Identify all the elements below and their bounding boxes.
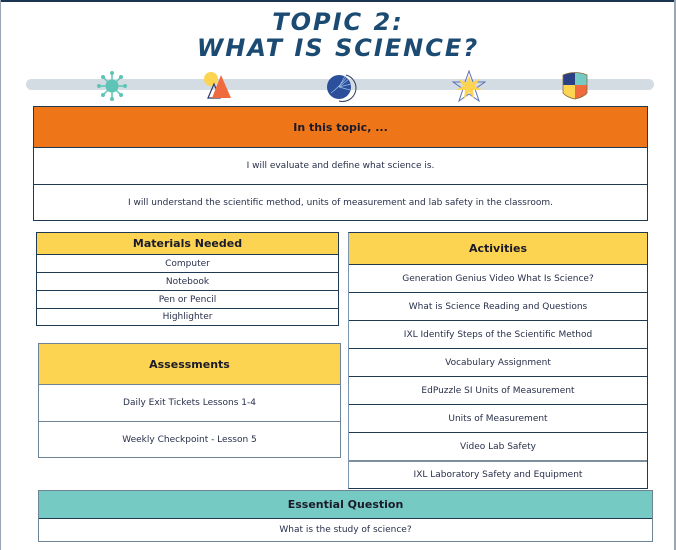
shield-icon (562, 72, 588, 100)
essential-question-header: Essential Question (39, 491, 652, 518)
title-line-1: TOPIC 2: (272, 8, 404, 36)
activity-item: Units of Measurement (349, 404, 647, 432)
material-item: Pen or Pencil (37, 290, 338, 308)
essential-question-text: What is the study of science? (39, 518, 652, 541)
materials-table: Materials Needed Computer Notebook Pen o… (36, 232, 339, 326)
assessment-item: Weekly Checkpoint - Lesson 5 (39, 421, 340, 457)
in-this-topic-header: In this topic, ... (34, 107, 647, 147)
material-item: Computer (37, 254, 338, 272)
activity-item: EdPuzzle SI Units of Measurement (349, 376, 647, 404)
activity-item: What is Science Reading and Questions (349, 292, 647, 320)
activities-header: Activities (349, 233, 647, 264)
in-this-topic-table: In this topic, ... I will evaluate and d… (33, 106, 648, 221)
right-border (674, 0, 676, 550)
material-item: Notebook (37, 272, 338, 290)
assessment-item: Daily Exit Tickets Lessons 1-4 (39, 384, 340, 421)
star-burst-icon (452, 70, 486, 103)
top-border (0, 0, 676, 2)
activity-item: IXL Laboratory Safety and Equipment (349, 460, 647, 488)
page-title: TOPIC 2: WHAT IS SCIENCE? (0, 9, 676, 61)
activity-item: IXL Identify Steps of the Scientific Met… (349, 320, 647, 348)
activity-item: Vocabulary Assignment (349, 348, 647, 376)
left-border (0, 0, 1, 550)
essential-question-table: Essential Question What is the study of … (38, 490, 653, 542)
mountain-sun-icon (204, 72, 231, 99)
topic-objective: I will understand the scientific method,… (34, 184, 647, 220)
activities-table: Activities Generation Genius Video What … (348, 232, 648, 489)
materials-header: Materials Needed (37, 233, 338, 254)
assessments-table: Assessments Daily Exit Tickets Lessons 1… (38, 343, 341, 458)
activity-item: Generation Genius Video What Is Science? (349, 264, 647, 292)
globe-icon (327, 74, 357, 102)
assessments-header: Assessments (39, 344, 340, 384)
topic-objective: I will evaluate and define what science … (34, 147, 647, 184)
activity-item: Video Lab Safety (349, 432, 647, 460)
material-item: Highlighter (37, 308, 338, 325)
title-line-2: WHAT IS SCIENCE? (196, 34, 480, 62)
virus-icon (97, 71, 127, 101)
